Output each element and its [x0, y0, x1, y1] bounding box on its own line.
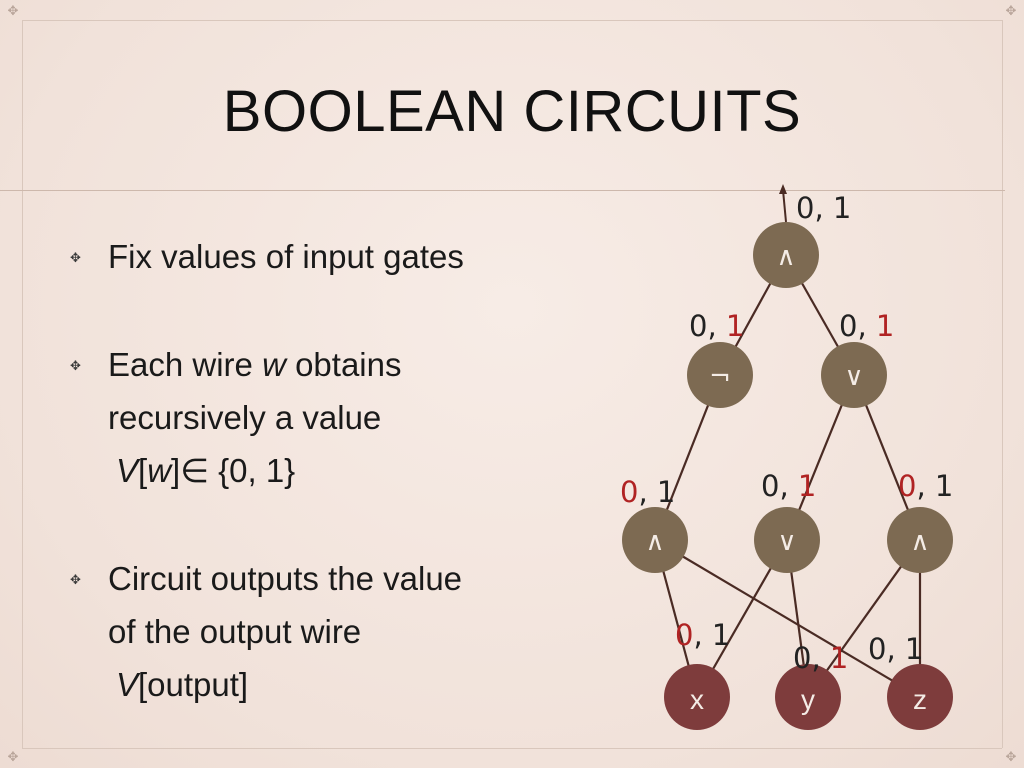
input-variable-label: x	[690, 684, 704, 715]
bullet-3-line-2: of the output wire	[108, 613, 362, 650]
wire	[654, 539, 921, 698]
value-separator: ,	[779, 469, 797, 503]
value-separator: ,	[707, 309, 725, 343]
value-one: 1	[712, 618, 730, 652]
gate-node	[887, 507, 953, 573]
frame-bottom	[22, 748, 1002, 749]
value-separator: ,	[814, 191, 832, 225]
value-one: 1	[726, 309, 744, 343]
input-node	[775, 664, 841, 730]
gate-symbol: ∨	[777, 527, 796, 557]
flourish-corner-icon: ✥	[1005, 749, 1017, 764]
slide-title: BOOLEAN CIRCUITS	[222, 79, 802, 144]
gate-node	[753, 222, 819, 288]
value-separator: ,	[916, 469, 934, 503]
bullet-2-line-1: Each wire w obtains	[108, 346, 402, 383]
wire-value-label: 0, 1	[898, 469, 953, 503]
bullet-3-line-3: V[output]	[116, 666, 249, 703]
bullet-2-line-3: V[w]∈ {0, 1}	[116, 452, 296, 489]
value-separator: ,	[886, 632, 904, 666]
value-separator: ,	[693, 618, 711, 652]
value-function: V	[116, 452, 139, 489]
wire-variable: w	[262, 346, 286, 383]
bullet-2-line-2: recursively a value	[108, 399, 382, 436]
value-one: 1	[833, 191, 851, 225]
bullet-1-line-1: Fix values of input gates	[108, 238, 464, 275]
value-zero: 0	[796, 191, 814, 225]
value-function: V	[116, 666, 139, 703]
wire-value-label: 0, 1	[839, 309, 894, 343]
frame-left	[22, 20, 23, 748]
wire-value-label: 0, 1	[689, 309, 744, 343]
flourish-corner-icon: ✥	[1005, 3, 1017, 18]
value-zero: 0	[868, 632, 886, 666]
value-zero: 0	[675, 618, 693, 652]
frame-right	[1002, 20, 1003, 748]
wire-value-label: 0, 1	[761, 469, 816, 503]
value-zero: 0	[839, 309, 857, 343]
value-one: 1	[876, 309, 894, 343]
output-arrowhead-icon	[779, 184, 787, 194]
gate-symbol: ¬	[709, 362, 731, 392]
value-zero: 0	[761, 469, 779, 503]
gate-symbol: ∧	[645, 527, 664, 557]
wire-value-label: 0, 1	[793, 641, 848, 675]
value-one: 1	[830, 641, 848, 675]
input-node	[887, 664, 953, 730]
diamond-arrows-icon: ✥	[70, 572, 81, 587]
bullet-fix-inputs: Fix values of input gates	[108, 230, 464, 283]
wire-value-label: 0, 1	[675, 618, 730, 652]
input-variable-label: z	[913, 684, 927, 715]
bullet-3-line-1: Circuit outputs the value	[108, 560, 463, 597]
value-separator: ,	[638, 475, 656, 509]
gate-symbol: ∧	[910, 527, 929, 557]
value-zero: 0	[793, 641, 811, 675]
gate-symbol: ∧	[776, 242, 795, 272]
input-node	[664, 664, 730, 730]
value-separator: ,	[857, 309, 875, 343]
bullet-wire-value: Each wire w obtains recursively a value …	[108, 338, 402, 497]
flourish-corner-icon: ✥	[7, 3, 19, 18]
value-zero: 0	[898, 469, 916, 503]
frame-top	[22, 20, 1002, 21]
bullet-circuit-output: Circuit outputs the value of the output …	[108, 552, 462, 711]
gate-symbol: ∨	[844, 362, 863, 392]
value-one: 1	[935, 469, 953, 503]
gate-node	[821, 342, 887, 408]
wire-value-label: 0, 1	[620, 475, 675, 509]
gate-node	[622, 507, 688, 573]
value-zero: 0	[689, 309, 707, 343]
value-separator: ,	[811, 641, 829, 675]
diamond-arrows-icon: ✥	[70, 250, 81, 265]
output-wire	[782, 189, 787, 223]
gate-node	[754, 507, 820, 573]
title-divider	[0, 190, 1005, 191]
input-variable-label: y	[801, 684, 815, 715]
value-one: 1	[657, 475, 675, 509]
value-one: 1	[798, 469, 816, 503]
value-zero: 0	[620, 475, 638, 509]
value-one: 1	[905, 632, 923, 666]
wire-value-label: 0, 1	[796, 191, 851, 225]
flourish-corner-icon: ✥	[7, 749, 19, 764]
diamond-arrows-icon: ✥	[70, 358, 81, 373]
wire-value-label: 0, 1	[868, 632, 923, 666]
gate-node	[687, 342, 753, 408]
